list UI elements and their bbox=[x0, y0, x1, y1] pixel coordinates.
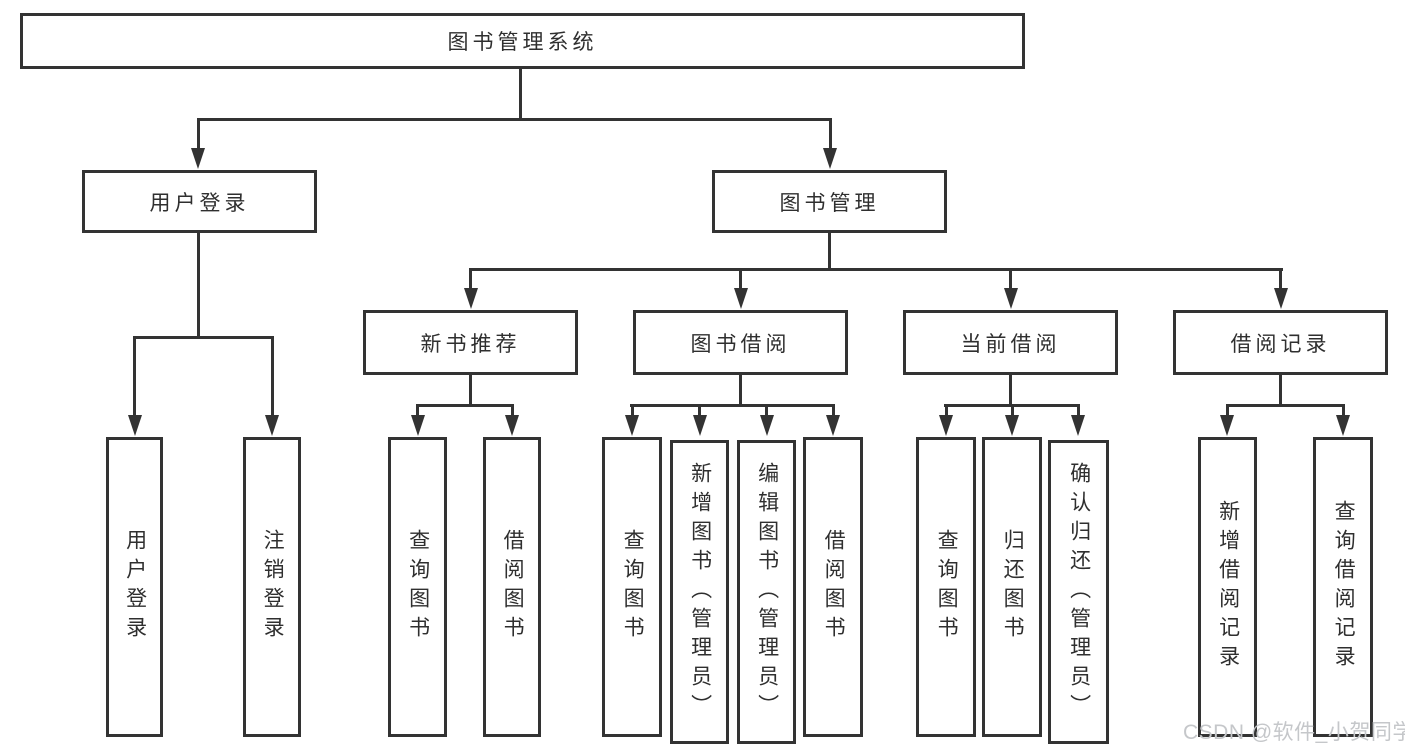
node-rec-borrow-books-label: 借阅图书 bbox=[501, 529, 525, 645]
node-new-book-recommend: 新书推荐 bbox=[363, 310, 578, 375]
node-bb-add-books-admin-label: 新增图书（管理员） bbox=[688, 461, 712, 723]
arrowhead-down bbox=[939, 415, 953, 436]
node-user-login-branch: 用户登录 bbox=[82, 170, 317, 233]
node-bb-add-books-admin: 新增图书（管理员） bbox=[670, 440, 729, 744]
connector-vline bbox=[1279, 268, 1282, 290]
node-logout-leaf: 注销登录 bbox=[243, 437, 301, 737]
node-root-label: 图书管理系统 bbox=[447, 31, 598, 54]
arrowhead-down bbox=[1336, 415, 1350, 436]
node-rec-query-books-label: 查询图书 bbox=[406, 529, 430, 645]
arrowhead-down bbox=[693, 415, 707, 436]
connector-hline bbox=[1226, 404, 1344, 407]
node-br-query-record: 查询借阅记录 bbox=[1313, 437, 1373, 737]
node-br-add-record: 新增借阅记录 bbox=[1198, 437, 1257, 737]
arrowhead-down bbox=[1220, 415, 1234, 436]
node-book-mgmt-branch: 图书管理 bbox=[712, 170, 947, 233]
connector-vline bbox=[739, 375, 742, 404]
node-bb-edit-books-admin-label: 编辑图书（管理员） bbox=[755, 461, 779, 723]
node-cb-return-books-label: 归还图书 bbox=[1001, 529, 1025, 645]
node-cb-return-books: 归还图书 bbox=[982, 437, 1042, 737]
node-book-borrow: 图书借阅 bbox=[633, 310, 848, 375]
connector-vline bbox=[1279, 375, 1282, 404]
connector-vline bbox=[133, 336, 136, 417]
node-user-login-branch-label: 用户登录 bbox=[149, 191, 250, 215]
node-bb-borrow-books-label: 借阅图书 bbox=[822, 529, 846, 645]
arrowhead-down bbox=[265, 415, 279, 436]
node-root: 图书管理系统 bbox=[20, 13, 1025, 69]
arrowhead-down bbox=[1071, 415, 1085, 436]
arrowhead-down bbox=[1005, 415, 1019, 436]
arrowhead-down bbox=[734, 288, 748, 309]
connector-hline bbox=[469, 268, 1283, 271]
connector-vline bbox=[1009, 375, 1012, 404]
arrowhead-down bbox=[505, 415, 519, 436]
arrowhead-down bbox=[191, 148, 205, 169]
node-current-borrow-label: 当前借阅 bbox=[960, 332, 1061, 356]
connector-vline bbox=[1011, 404, 1014, 417]
connector-vline bbox=[698, 404, 701, 417]
node-borrow-records-label: 借阅记录 bbox=[1230, 332, 1331, 356]
connector-vline bbox=[832, 404, 835, 417]
node-br-query-record-label: 查询借阅记录 bbox=[1332, 500, 1356, 674]
node-br-add-record-label: 新增借阅记录 bbox=[1216, 500, 1240, 674]
connector-vline bbox=[631, 404, 634, 417]
connector-vline bbox=[1009, 268, 1012, 290]
csdn-watermark: CSDN @软件_小贺同学 bbox=[1183, 721, 1405, 744]
node-bb-borrow-books: 借阅图书 bbox=[803, 437, 863, 737]
node-user-login-leaf-label: 用户登录 bbox=[123, 529, 147, 645]
node-bb-query-books: 查询图书 bbox=[602, 437, 662, 737]
connector-hline bbox=[416, 404, 513, 407]
connector-vline bbox=[765, 404, 768, 417]
connector-vline bbox=[739, 268, 742, 290]
arrowhead-down bbox=[823, 148, 837, 169]
connector-vline bbox=[271, 336, 274, 417]
arrowhead-down bbox=[128, 415, 142, 436]
connector-vline bbox=[829, 118, 832, 151]
connector-vline bbox=[511, 404, 514, 417]
connector-vline bbox=[197, 118, 200, 151]
connector-vline bbox=[1226, 404, 1229, 417]
connector-vline bbox=[469, 375, 472, 404]
node-bb-query-books-label: 查询图书 bbox=[621, 529, 645, 645]
connector-vline bbox=[1342, 404, 1345, 417]
connector-vline bbox=[416, 404, 419, 417]
arrowhead-down bbox=[1004, 288, 1018, 309]
arrowhead-down bbox=[625, 415, 639, 436]
arrowhead-down bbox=[1274, 288, 1288, 309]
node-logout-leaf-label: 注销登录 bbox=[261, 529, 285, 645]
node-current-borrow: 当前借阅 bbox=[903, 310, 1118, 375]
connector-vline bbox=[828, 233, 831, 268]
arrowhead-down bbox=[411, 415, 425, 436]
connector-hline bbox=[630, 404, 834, 407]
connector-vline bbox=[945, 404, 948, 417]
node-cb-query-books-label: 查询图书 bbox=[935, 529, 959, 645]
connector-vline bbox=[519, 69, 522, 118]
node-cb-confirm-return-admin: 确认归还（管理员） bbox=[1048, 440, 1109, 744]
node-rec-borrow-books: 借阅图书 bbox=[483, 437, 541, 737]
node-cb-query-books: 查询图书 bbox=[916, 437, 976, 737]
connector-hline bbox=[133, 336, 274, 339]
node-book-mgmt-branch-label: 图书管理 bbox=[779, 191, 880, 215]
node-book-borrow-label: 图书借阅 bbox=[690, 332, 791, 356]
node-cb-confirm-return-admin-label: 确认归还（管理员） bbox=[1067, 461, 1091, 723]
node-bb-edit-books-admin: 编辑图书（管理员） bbox=[737, 440, 796, 744]
node-rec-query-books: 查询图书 bbox=[388, 437, 447, 737]
connector-hline bbox=[197, 118, 832, 121]
node-borrow-records: 借阅记录 bbox=[1173, 310, 1388, 375]
arrowhead-down bbox=[464, 288, 478, 309]
connector-vline bbox=[469, 268, 472, 290]
connector-vline bbox=[197, 233, 200, 336]
node-user-login-leaf: 用户登录 bbox=[106, 437, 163, 737]
connector-vline bbox=[1077, 404, 1080, 417]
arrowhead-down bbox=[826, 415, 840, 436]
node-new-book-recommend-label: 新书推荐 bbox=[420, 332, 521, 356]
arrowhead-down bbox=[760, 415, 774, 436]
